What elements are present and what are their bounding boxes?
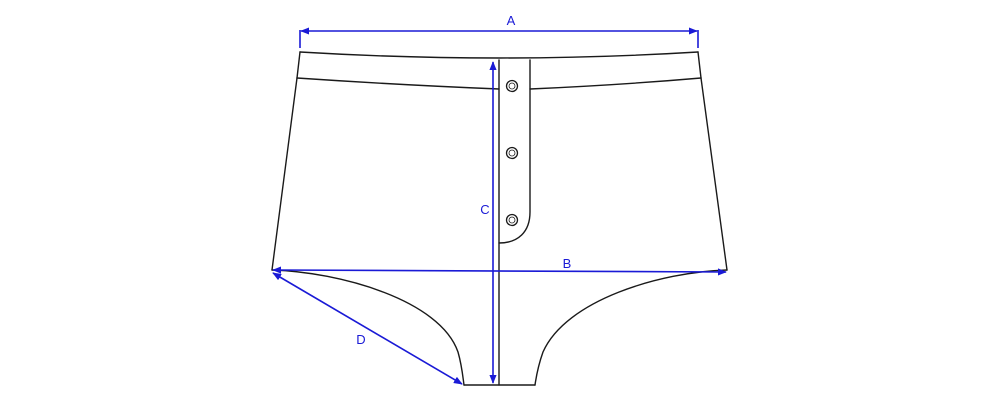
placket-buttons	[505, 79, 519, 227]
button-icon	[505, 146, 519, 160]
waistband-side-left	[296, 51, 301, 79]
waistband-top-edge	[299, 51, 699, 59]
waistband-lower-edge-left	[296, 77, 500, 90]
dimension-b: B	[272, 256, 727, 276]
button-icon	[505, 79, 519, 93]
dimension-d-line	[272, 272, 463, 385]
garment-outline	[271, 51, 728, 386]
dimension-a-label: A	[507, 13, 516, 28]
dimension-c-label: C	[480, 202, 489, 217]
body-side-left	[271, 77, 298, 271]
dimension-b-label: B	[563, 256, 572, 271]
dimension-a: A	[299, 13, 699, 48]
leg-opening-right	[534, 269, 728, 386]
body-side-right	[700, 77, 728, 271]
dimension-c: C	[480, 61, 497, 384]
waistband-lower-edge-right	[529, 77, 702, 90]
dimension-b-line	[272, 266, 727, 276]
dimension-d: D	[272, 272, 463, 385]
button-icon	[505, 213, 519, 227]
waistband-side-right	[697, 51, 702, 79]
dimension-d-label: D	[356, 332, 365, 347]
